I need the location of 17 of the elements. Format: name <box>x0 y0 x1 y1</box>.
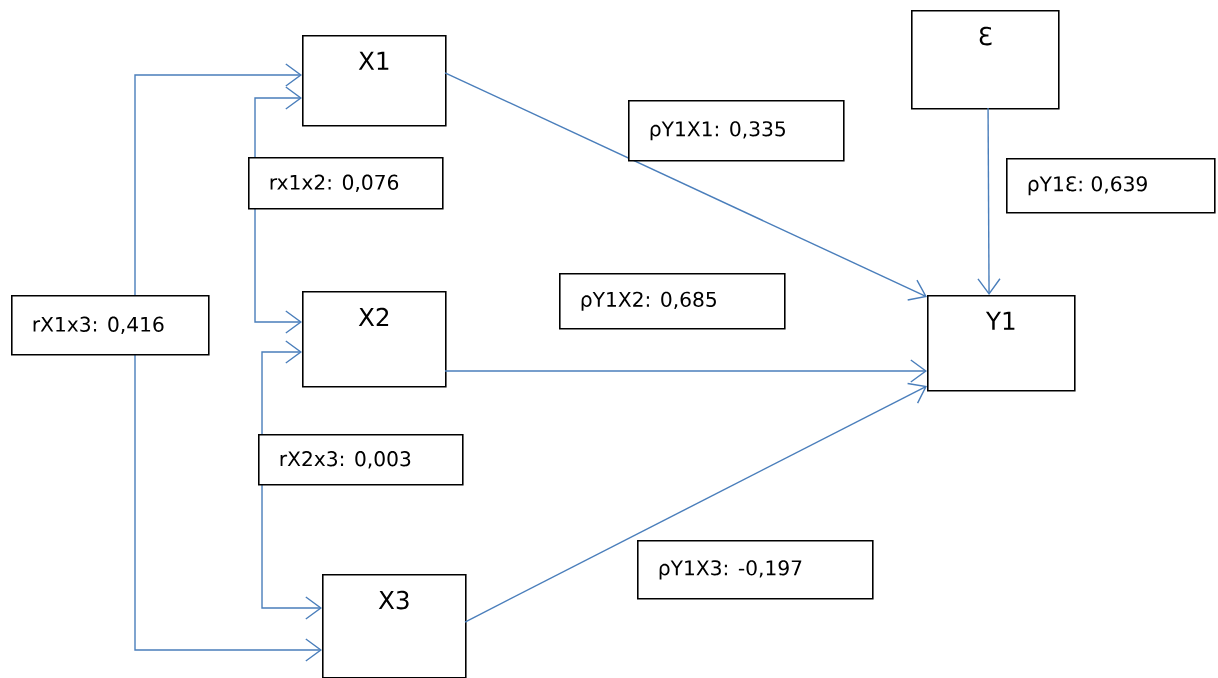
variable-box: X2 <box>302 291 447 388</box>
edge-label: rX2x3: 0,003 <box>258 434 464 486</box>
edge-label: ρY1X1: 0,335 <box>628 100 845 162</box>
edge-label: ρY1X3: -0,197 <box>637 540 874 600</box>
variable-box: X3 <box>322 574 467 678</box>
edge-label: rX1x3: 0,416 <box>11 295 210 356</box>
arrow <box>444 72 927 301</box>
arrow <box>464 382 927 623</box>
edge-label: ρY1Ɛ: 0,639 <box>1006 158 1216 214</box>
edge-label: ρY1X2: 0,685 <box>559 273 786 330</box>
arrow <box>134 63 322 662</box>
variable-box: X1 <box>302 35 447 127</box>
variable-box: Y1 <box>927 295 1076 392</box>
variable-box: Ɛ <box>911 10 1060 110</box>
arrow <box>444 359 927 383</box>
arrow <box>977 107 1001 295</box>
edge-label: rx1x2: 0,076 <box>248 157 444 210</box>
